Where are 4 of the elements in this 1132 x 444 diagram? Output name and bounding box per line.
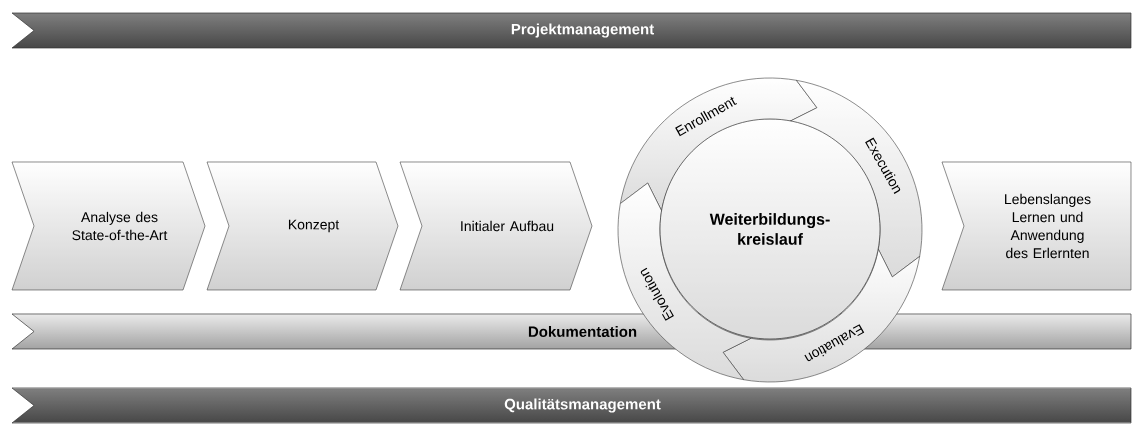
process-step: Initialer Aufbau [399,161,593,291]
process-step: Analyse des State-of-the-Art [11,161,206,291]
process-step: Konzept [206,161,399,291]
process-step: Lebenslanges Lernen und Anwendung des Erlernten [941,161,1132,291]
